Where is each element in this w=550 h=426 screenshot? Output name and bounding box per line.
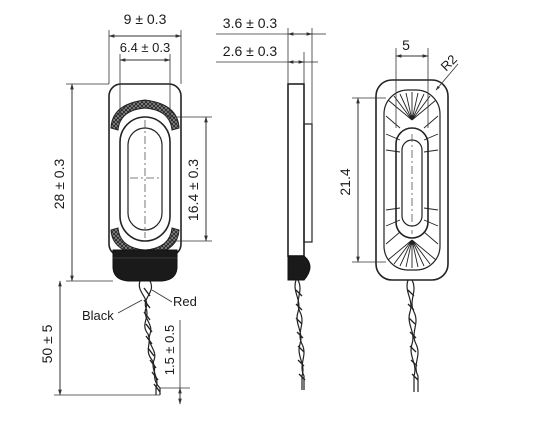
text-front-height-total: 28 ± 0.3 <box>51 159 67 210</box>
front-diaphragm <box>119 116 171 242</box>
text-front-height-inner: 16.4 ± 0.3 <box>185 159 201 221</box>
back-wire-b <box>411 279 419 392</box>
back-view: 5 R2 21.4 <box>337 37 460 392</box>
text-back-radius: R2 <box>438 52 460 74</box>
dim-back-radius <box>435 63 459 91</box>
side-wire-b <box>297 279 305 390</box>
front-terminal-block <box>112 249 178 282</box>
text-back-height: 21.4 <box>337 168 353 195</box>
text-back-width: 5 <box>402 37 410 53</box>
text-front-width-inner: 6.4 ± 0.3 <box>120 40 171 55</box>
back-magnet <box>395 127 429 239</box>
text-strip-length: 1.5 ± 0.5 <box>162 325 177 376</box>
front-wire-red <box>144 280 161 395</box>
text-side-thickness-total: 3.6 ± 0.3 <box>223 15 278 31</box>
side-body <box>287 83 305 257</box>
label-black-wire: Black <box>82 308 114 323</box>
front-grille-top <box>110 99 180 131</box>
text-wire-length: 50 ± 5 <box>39 324 55 363</box>
side-terminal <box>287 255 311 281</box>
front-view: Black Red 9 ± 0.3 6.4 ± 0.3 28 ± 0.3 16.… <box>39 11 212 405</box>
text-front-width-total: 9 ± 0.3 <box>124 11 167 27</box>
label-red-wire: Red <box>173 294 197 309</box>
back-frame <box>383 89 441 271</box>
side-view: 3.6 ± 0.3 2.6 ± 0.3 <box>216 15 326 390</box>
back-ribs <box>385 92 439 268</box>
text-side-thickness-inner: 2.6 ± 0.3 <box>223 43 278 59</box>
side-cone-step <box>303 123 313 243</box>
